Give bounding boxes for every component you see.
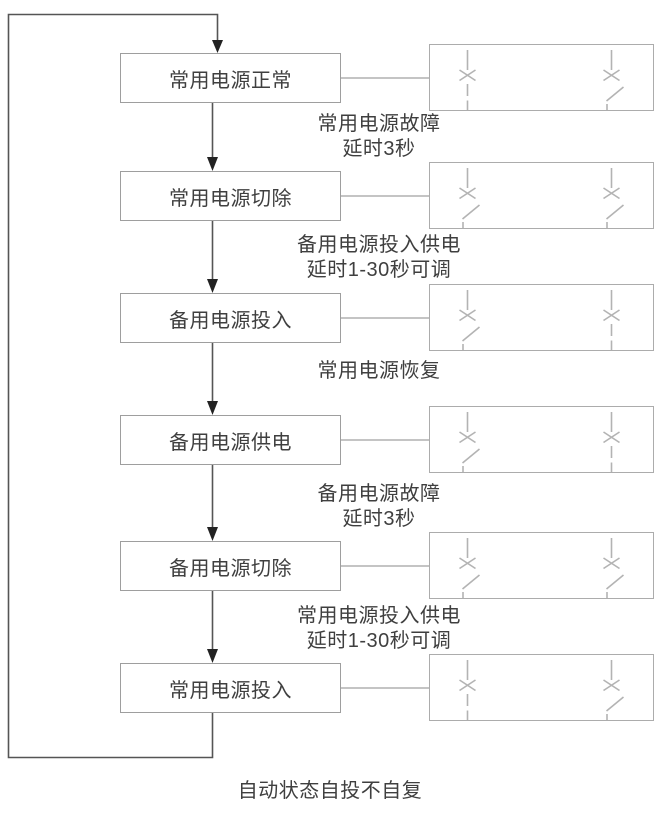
- transition-condition: 常用电源投入供电: [297, 605, 461, 627]
- loop-line: [7, 13, 219, 759]
- transition-label: 常用电源恢复: [259, 359, 499, 384]
- breaker-status-box: [429, 654, 654, 721]
- transition-condition: 备用电源故障: [317, 483, 441, 505]
- transition-condition: 常用电源恢复: [317, 360, 441, 382]
- state-box-backup-power-cutoff: 备用电源切除: [120, 541, 341, 591]
- arrow-head-icon: [207, 401, 218, 415]
- transition-label: 备用电源故障 延时3秒: [259, 482, 499, 532]
- transition-label: 备用电源投入供电 延时1-30秒可调: [259, 233, 499, 283]
- transition-delay: 延时3秒: [342, 138, 416, 160]
- main-switch-icon: [459, 538, 481, 598]
- transition-delay: 延时1-30秒可调: [306, 630, 452, 652]
- transition-delay: 延时3秒: [342, 508, 416, 530]
- backup-switch-icon: [603, 290, 620, 350]
- state-box-main-power-normal: 常用电源正常: [120, 53, 341, 103]
- backup-switch-icon: [603, 538, 625, 598]
- state-box-main-power-cutoff: 常用电源切除: [120, 171, 341, 221]
- arrow-head-icon: [207, 649, 218, 663]
- breaker-status-box: [429, 406, 654, 473]
- arrow-head-icon: [207, 157, 218, 171]
- main-switch-icon: [459, 50, 476, 110]
- main-switch-icon: [459, 660, 476, 720]
- state-box-main-power-on: 常用电源投入: [120, 663, 341, 713]
- breaker-status-box: [429, 162, 654, 229]
- breaker-status-box: [429, 284, 654, 351]
- arrow-head-icon: [207, 527, 218, 541]
- transition-delay: 延时1-30秒可调: [306, 259, 452, 281]
- arrow-head-icon: [212, 40, 223, 53]
- transition-label: 常用电源投入供电 延时1-30秒可调: [259, 604, 499, 654]
- backup-switch-icon: [603, 168, 625, 228]
- main-switch-icon: [459, 290, 481, 350]
- transition-condition: 备用电源投入供电: [297, 234, 461, 256]
- backup-switch-icon: [603, 660, 625, 720]
- backup-switch-icon: [603, 412, 620, 472]
- arrow-head-icon: [207, 279, 218, 293]
- transition-label: 常用电源故障 延时3秒: [259, 112, 499, 162]
- state-box-backup-power-on: 备用电源投入: [120, 293, 341, 343]
- transition-condition: 常用电源故障: [317, 113, 441, 135]
- breaker-status-box: [429, 532, 654, 599]
- main-switch-icon: [459, 412, 481, 472]
- backup-switch-icon: [603, 50, 625, 110]
- state-box-backup-power-supply: 备用电源供电: [120, 415, 341, 465]
- breaker-status-box: [429, 44, 654, 111]
- main-switch-icon: [459, 168, 481, 228]
- diagram-caption: 自动状态自投不自复: [237, 780, 423, 802]
